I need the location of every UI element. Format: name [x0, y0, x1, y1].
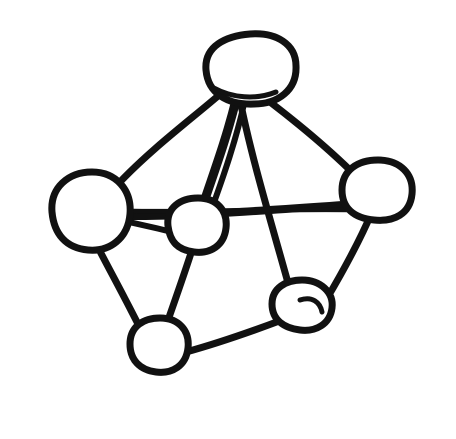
node-bottom-left [130, 318, 188, 372]
edge-top-bottom-right [240, 100, 290, 290]
node-left [52, 172, 130, 250]
edge-center-bottom-left [166, 250, 192, 326]
node-bottom-right [272, 280, 332, 330]
node-left-outline [52, 172, 130, 250]
node-top-outline [206, 34, 296, 104]
node-center-outline [168, 198, 226, 252]
edge-bottom-left-bottom-right [186, 320, 282, 352]
edge-left-right-second-stroke [96, 210, 370, 212]
node-center [168, 198, 226, 252]
edge-top-left [118, 96, 218, 184]
node-right [342, 160, 412, 220]
edge-right-bottom-right [326, 212, 372, 300]
node-bottom-right-outline [272, 280, 332, 330]
node-layer [52, 34, 412, 373]
node-right-outline [342, 160, 412, 220]
edge-top-right [270, 102, 356, 176]
node-top [206, 34, 296, 104]
node-bottom-left-outline [130, 318, 188, 372]
